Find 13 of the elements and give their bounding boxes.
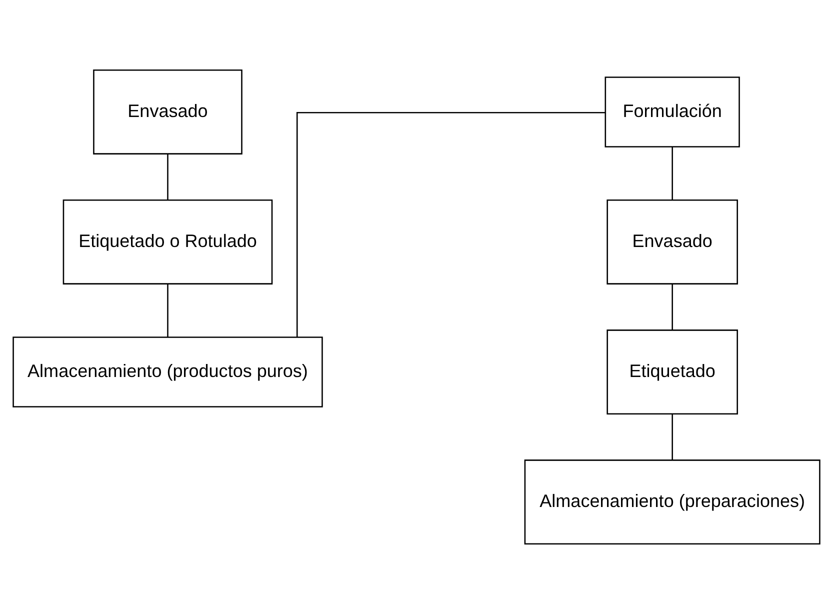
connector	[167, 284, 168, 338]
node-box: Etiquetado	[606, 330, 738, 414]
connector	[296, 112, 606, 338]
connector	[672, 284, 673, 330]
node-box: Envasado	[606, 200, 738, 284]
node-box: Almacenamiento (productos puros)	[12, 336, 323, 408]
node-box: Etiquetado o Rotulado	[62, 200, 273, 284]
node-box: Almacenamiento (preparaciones)	[524, 460, 820, 544]
node-box: Formulación	[604, 76, 740, 148]
connector	[672, 146, 673, 200]
connector	[672, 414, 673, 460]
connector	[167, 154, 168, 200]
node-box: Envasado	[93, 70, 242, 154]
